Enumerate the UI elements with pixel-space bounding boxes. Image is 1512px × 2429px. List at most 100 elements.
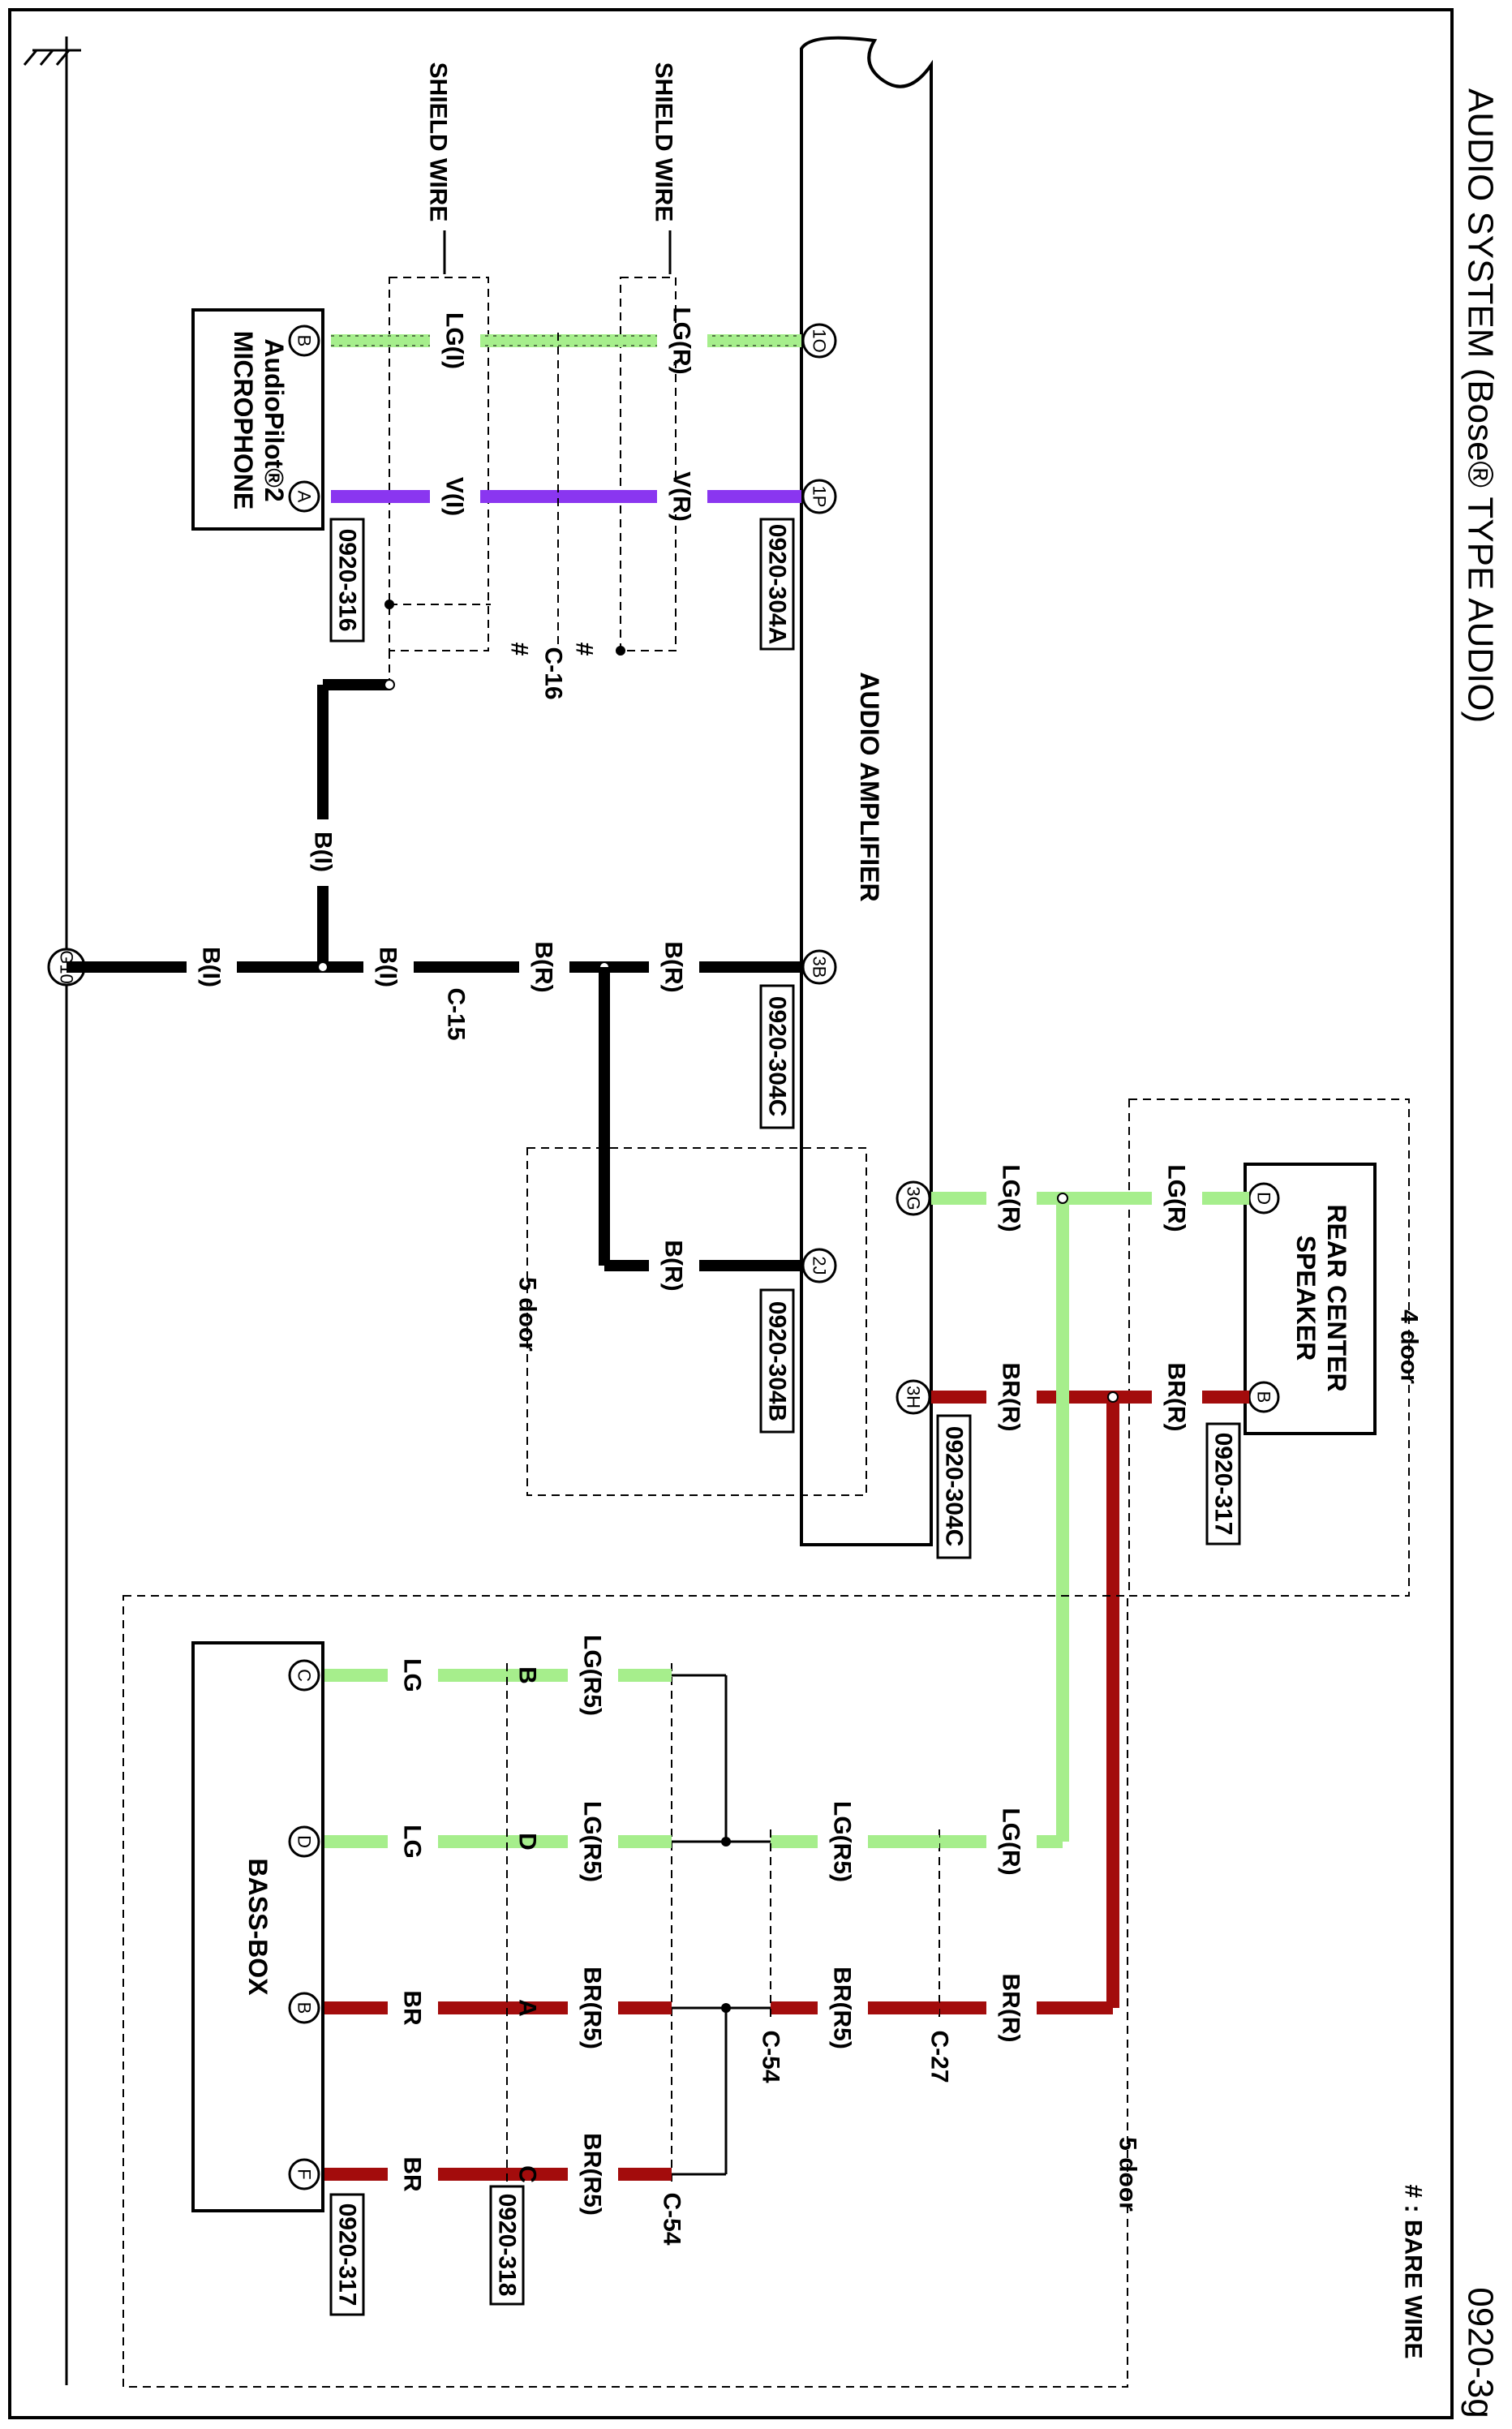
connector-0920-304b-box	[759, 1288, 795, 1434]
bass-pin-c-label: C	[294, 1669, 315, 1682]
shield-bare-dot-right	[616, 646, 625, 656]
five-door-top-box	[526, 1147, 867, 1496]
audio-amplifier-box	[800, 36, 933, 1546]
diagram-frame	[8, 8, 1454, 2419]
wire-label-br-r-down: BR(R)	[998, 1974, 1024, 2043]
microphone-label-1: AudioPilot®2	[260, 338, 289, 501]
gap-b-i-v	[305, 819, 341, 886]
wire-label-lg-i: LG(I)	[441, 312, 468, 369]
rear-speaker-label-1: REAR CENTER	[1322, 1204, 1351, 1391]
gap-b-r-5door	[649, 1248, 699, 1283]
connector-0920-304a-box	[759, 518, 795, 651]
pin-1p-label: 1P	[810, 486, 830, 508]
connector-0920-316: 0920-316	[334, 529, 361, 632]
speaker-pin-b-label: B	[1254, 1391, 1274, 1404]
gap-br-b	[388, 1990, 438, 2026]
shield-bare-dot-left	[384, 600, 394, 609]
wire-label-lg-r5-c: LG(R5)	[579, 1635, 606, 1716]
bass-box	[191, 1641, 324, 2212]
bass-pin-d	[288, 1825, 320, 1858]
gap-br-r-spk	[1152, 1379, 1202, 1415]
wire-label-br-r5-f: BR(R5)	[579, 2133, 606, 2216]
connector-0920-318-box	[489, 2185, 525, 2306]
wire-label-lg-r5-d: LG(R5)	[579, 1801, 606, 1882]
five-door-bottom-box	[122, 1595, 1128, 2388]
wire-label-b-i-2: B(I)	[198, 947, 225, 987]
connector-0920-318: 0920-318	[494, 2194, 521, 2297]
five-door-top-label: 5 door	[514, 1277, 541, 1352]
shield-box-right	[620, 277, 677, 651]
bass-pin-c	[288, 1659, 320, 1692]
wire-label-br-r5-a: BR(R5)	[829, 1967, 856, 2049]
wire-label-br-r-3h: BR(R)	[998, 1363, 1024, 1432]
pin-3g	[896, 1180, 931, 1216]
gap-br-r-down	[986, 1990, 1037, 2026]
pin-3h	[896, 1379, 931, 1415]
four-door-label: 4 door	[1396, 1309, 1423, 1384]
pin-3b-label: 3B	[810, 957, 830, 978]
connector-0920-304b: 0920-304B	[764, 1301, 791, 1421]
wire-label-lg-d: LG	[399, 1825, 426, 1859]
bass-box-label: BASS-BOX	[243, 1859, 273, 1997]
pin-1o	[801, 323, 837, 359]
page-id: 0920-3g	[1461, 2287, 1501, 2418]
gap-lg-r	[657, 323, 707, 359]
junction-br-dot	[721, 2003, 731, 2013]
bass-pin-b-label: B	[294, 2002, 315, 2014]
splice-letter-d: D	[514, 1833, 541, 1851]
wire-label-b-i-1: B(I)	[375, 947, 402, 987]
mic-pin-a-label: A	[294, 491, 315, 503]
four-door-box	[1128, 1098, 1410, 1597]
splice-letter-a: A	[514, 1999, 541, 2017]
junction-lg-dot	[721, 1837, 731, 1846]
splice-letter-b: B	[514, 1666, 541, 1684]
mic-pin-b-label: B	[294, 335, 315, 347]
splice-letter-c: C	[514, 2165, 541, 2183]
gap-br-r5-a	[818, 1990, 868, 2026]
connector-0920-304a: 0920-304A	[764, 524, 791, 644]
c54b-label: C-54	[659, 2192, 685, 2245]
microphone-label-2: MICROPHONE	[229, 331, 258, 509]
gap-br-r5-b	[568, 1990, 618, 2026]
bare-wire-legend: # : BARE WIRE	[1400, 2184, 1427, 2358]
c27-label: C-27	[926, 2030, 953, 2083]
wire-label-lg-r-3g: LG(R)	[998, 1164, 1024, 1232]
gap-lg-r5-d	[568, 1824, 618, 1859]
bare-mark-1: #	[571, 643, 598, 656]
gap-br-f	[388, 2156, 438, 2192]
wire-label-lg-r: LG(R)	[668, 307, 695, 374]
wire-label-br-b: BR	[399, 1990, 426, 2026]
pin-1p	[801, 479, 837, 514]
gap-lg-c	[388, 1657, 438, 1693]
splice-dot-br-r	[1107, 1391, 1119, 1403]
shield-wire-label-left: SHIELD WIRE	[425, 62, 452, 222]
connector-0920-304c-top-box	[759, 984, 795, 1129]
c16-label: C-16	[540, 647, 567, 699]
wire-label-v-r: V(R)	[668, 471, 695, 522]
mic-pin-b	[288, 325, 320, 357]
splice-dot-shield	[384, 679, 395, 690]
wire-label-b-i-v: B(I)	[310, 832, 337, 872]
bass-pin-f	[288, 2158, 320, 2190]
pin-2j	[801, 1248, 837, 1283]
wire-label-v-i: V(I)	[441, 477, 468, 516]
gap-br-r-3h	[986, 1379, 1037, 1415]
connector-0920-317-speaker: 0920-317	[1210, 1433, 1237, 1536]
connector-0920-304c-top: 0920-304C	[764, 996, 791, 1116]
wire-label-br-f: BR	[399, 2156, 426, 2192]
connector-0920-317-speaker-box	[1205, 1422, 1241, 1546]
gap-b-i-1	[363, 949, 414, 985]
five-door-bottom-label: 5 door	[1115, 2137, 1141, 2212]
gap-lg-i	[430, 323, 480, 359]
wire-label-lg-r-spk: LG(R)	[1163, 1164, 1190, 1232]
c15-label: C-15	[443, 987, 470, 1040]
shield-wire-label-right: SHIELD WIRE	[651, 62, 677, 222]
pin-3h-label: 3H	[904, 1386, 924, 1408]
audio-amplifier-label: AUDIO AMPLIFIER	[855, 672, 884, 901]
diagram-title: AUDIO SYSTEM (Bose® TYPE AUDIO)	[1461, 88, 1501, 723]
mic-pin-a	[288, 480, 320, 513]
c54a-label: C-54	[758, 2030, 784, 2083]
wire-label-b-r-5door: B(R)	[660, 1240, 687, 1291]
gap-b-i-2	[187, 949, 237, 985]
